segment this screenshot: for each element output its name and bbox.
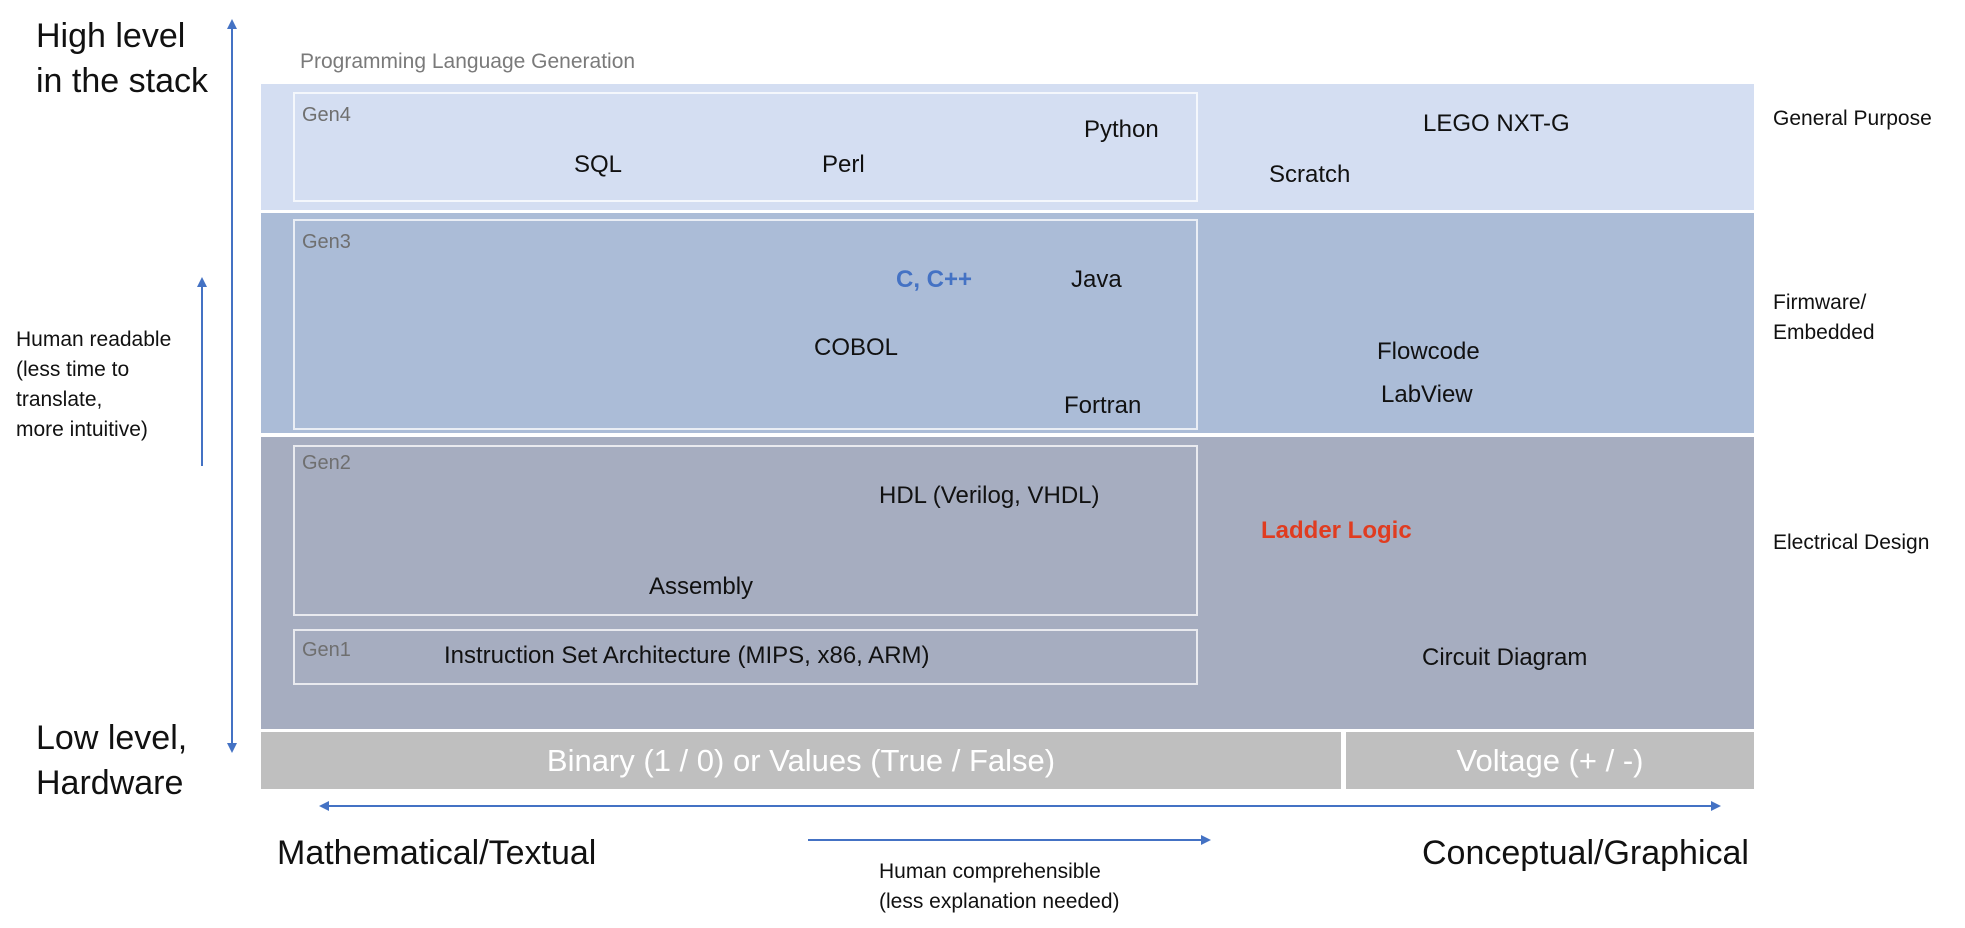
gen3-box (293, 219, 1198, 430)
band-general-purpose (261, 84, 1754, 210)
gen4-box (293, 92, 1198, 202)
low-level-line2: Hardware (36, 764, 184, 802)
lang-python: Python (1084, 116, 1159, 143)
label-firmware-line2: Embedded (1773, 321, 1875, 344)
human-readable-note: Human readable (less time to translate, … (16, 325, 171, 445)
base-binary: Binary (1 / 0) or Values (True / False) (261, 732, 1341, 789)
gen2-box (293, 445, 1198, 616)
lang-labview: LabView (1381, 381, 1473, 408)
human-comprehensible-line2: (less explanation needed) (879, 890, 1120, 913)
gen2-label: Gen2 (302, 452, 351, 474)
human-comprehensible-line1: Human comprehensible (879, 860, 1101, 883)
lang-c-cpp: C, C++ (896, 266, 973, 293)
human-readable-line2: (less time to (16, 358, 130, 381)
high-level-line2: in the stack (36, 62, 208, 100)
low-level-line1: Low level, (36, 719, 188, 757)
gen1-box (293, 629, 1198, 685)
lang-assembly: Assembly (649, 573, 754, 600)
mathematical-textual-label: Mathematical/Textual (277, 834, 597, 872)
human-readable-line4: more intuitive) (16, 418, 148, 441)
band-electrical (261, 437, 1754, 729)
lang-sql: SQL (574, 151, 623, 178)
human-readable-line3: translate, (16, 388, 103, 411)
label-firmware: Firmware/ Embedded (1773, 288, 1875, 348)
high-level-label: High level in the stack (36, 14, 208, 104)
lang-cobol: COBOL (814, 334, 899, 361)
lang-ladder-logic: Ladder Logic (1261, 517, 1412, 544)
lang-isa: Instruction Set Architecture (MIPS, x86,… (444, 642, 930, 669)
band-firmware (261, 213, 1754, 433)
human-comprehensible-note: Human comprehensible (less explanation n… (879, 857, 1120, 917)
human-readable-line1: Human readable (16, 328, 172, 351)
gen4-label: Gen4 (302, 104, 351, 126)
low-level-label: Low level, Hardware (36, 716, 187, 806)
high-level-line1: High level (36, 17, 186, 55)
lang-perl: Perl (822, 151, 865, 178)
lang-java: Java (1071, 266, 1122, 293)
conceptual-graphical-label: Conceptual/Graphical (1422, 834, 1749, 872)
lang-fortran: Fortran (1064, 392, 1142, 419)
base-voltage: Voltage (+ / -) (1346, 732, 1754, 789)
label-general-purpose: General Purpose (1773, 107, 1932, 130)
lang-circuit-diagram: Circuit Diagram (1422, 644, 1588, 671)
label-electrical-design: Electrical Design (1773, 531, 1930, 554)
lang-hdl: HDL (Verilog, VHDL) (879, 482, 1100, 509)
gen3-label: Gen3 (302, 231, 351, 253)
diagram-title: Programming Language Generation (300, 50, 636, 73)
label-firmware-line1: Firmware/ (1773, 291, 1867, 314)
lang-lego-nxt-g: LEGO NXT-G (1423, 110, 1570, 137)
lang-flowcode: Flowcode (1377, 338, 1480, 365)
gen1-label: Gen1 (302, 639, 351, 661)
lang-scratch: Scratch (1269, 161, 1351, 188)
